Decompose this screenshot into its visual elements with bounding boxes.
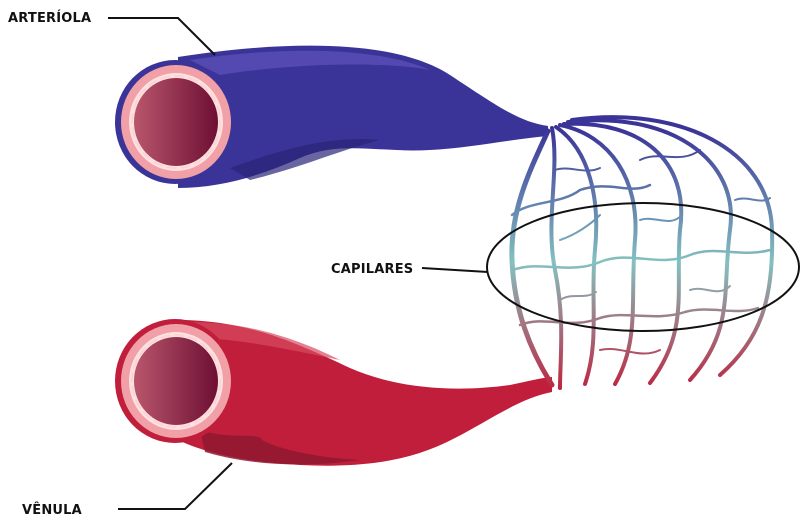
capillary-network — [512, 117, 772, 388]
arteriole-lumen — [134, 78, 218, 166]
venule-label: VÊNULA — [22, 503, 82, 518]
venule-lumen — [134, 337, 218, 425]
venule-vessel — [115, 319, 552, 466]
capillaries-leader-line — [422, 268, 488, 272]
arteriole-leader-line — [108, 18, 215, 55]
venule-leader-line — [118, 463, 232, 509]
arteriole-label: ARTERÍOLA — [8, 11, 91, 26]
capillaries-label: CAPILARES — [331, 262, 413, 277]
arteriole-vessel — [115, 46, 548, 188]
